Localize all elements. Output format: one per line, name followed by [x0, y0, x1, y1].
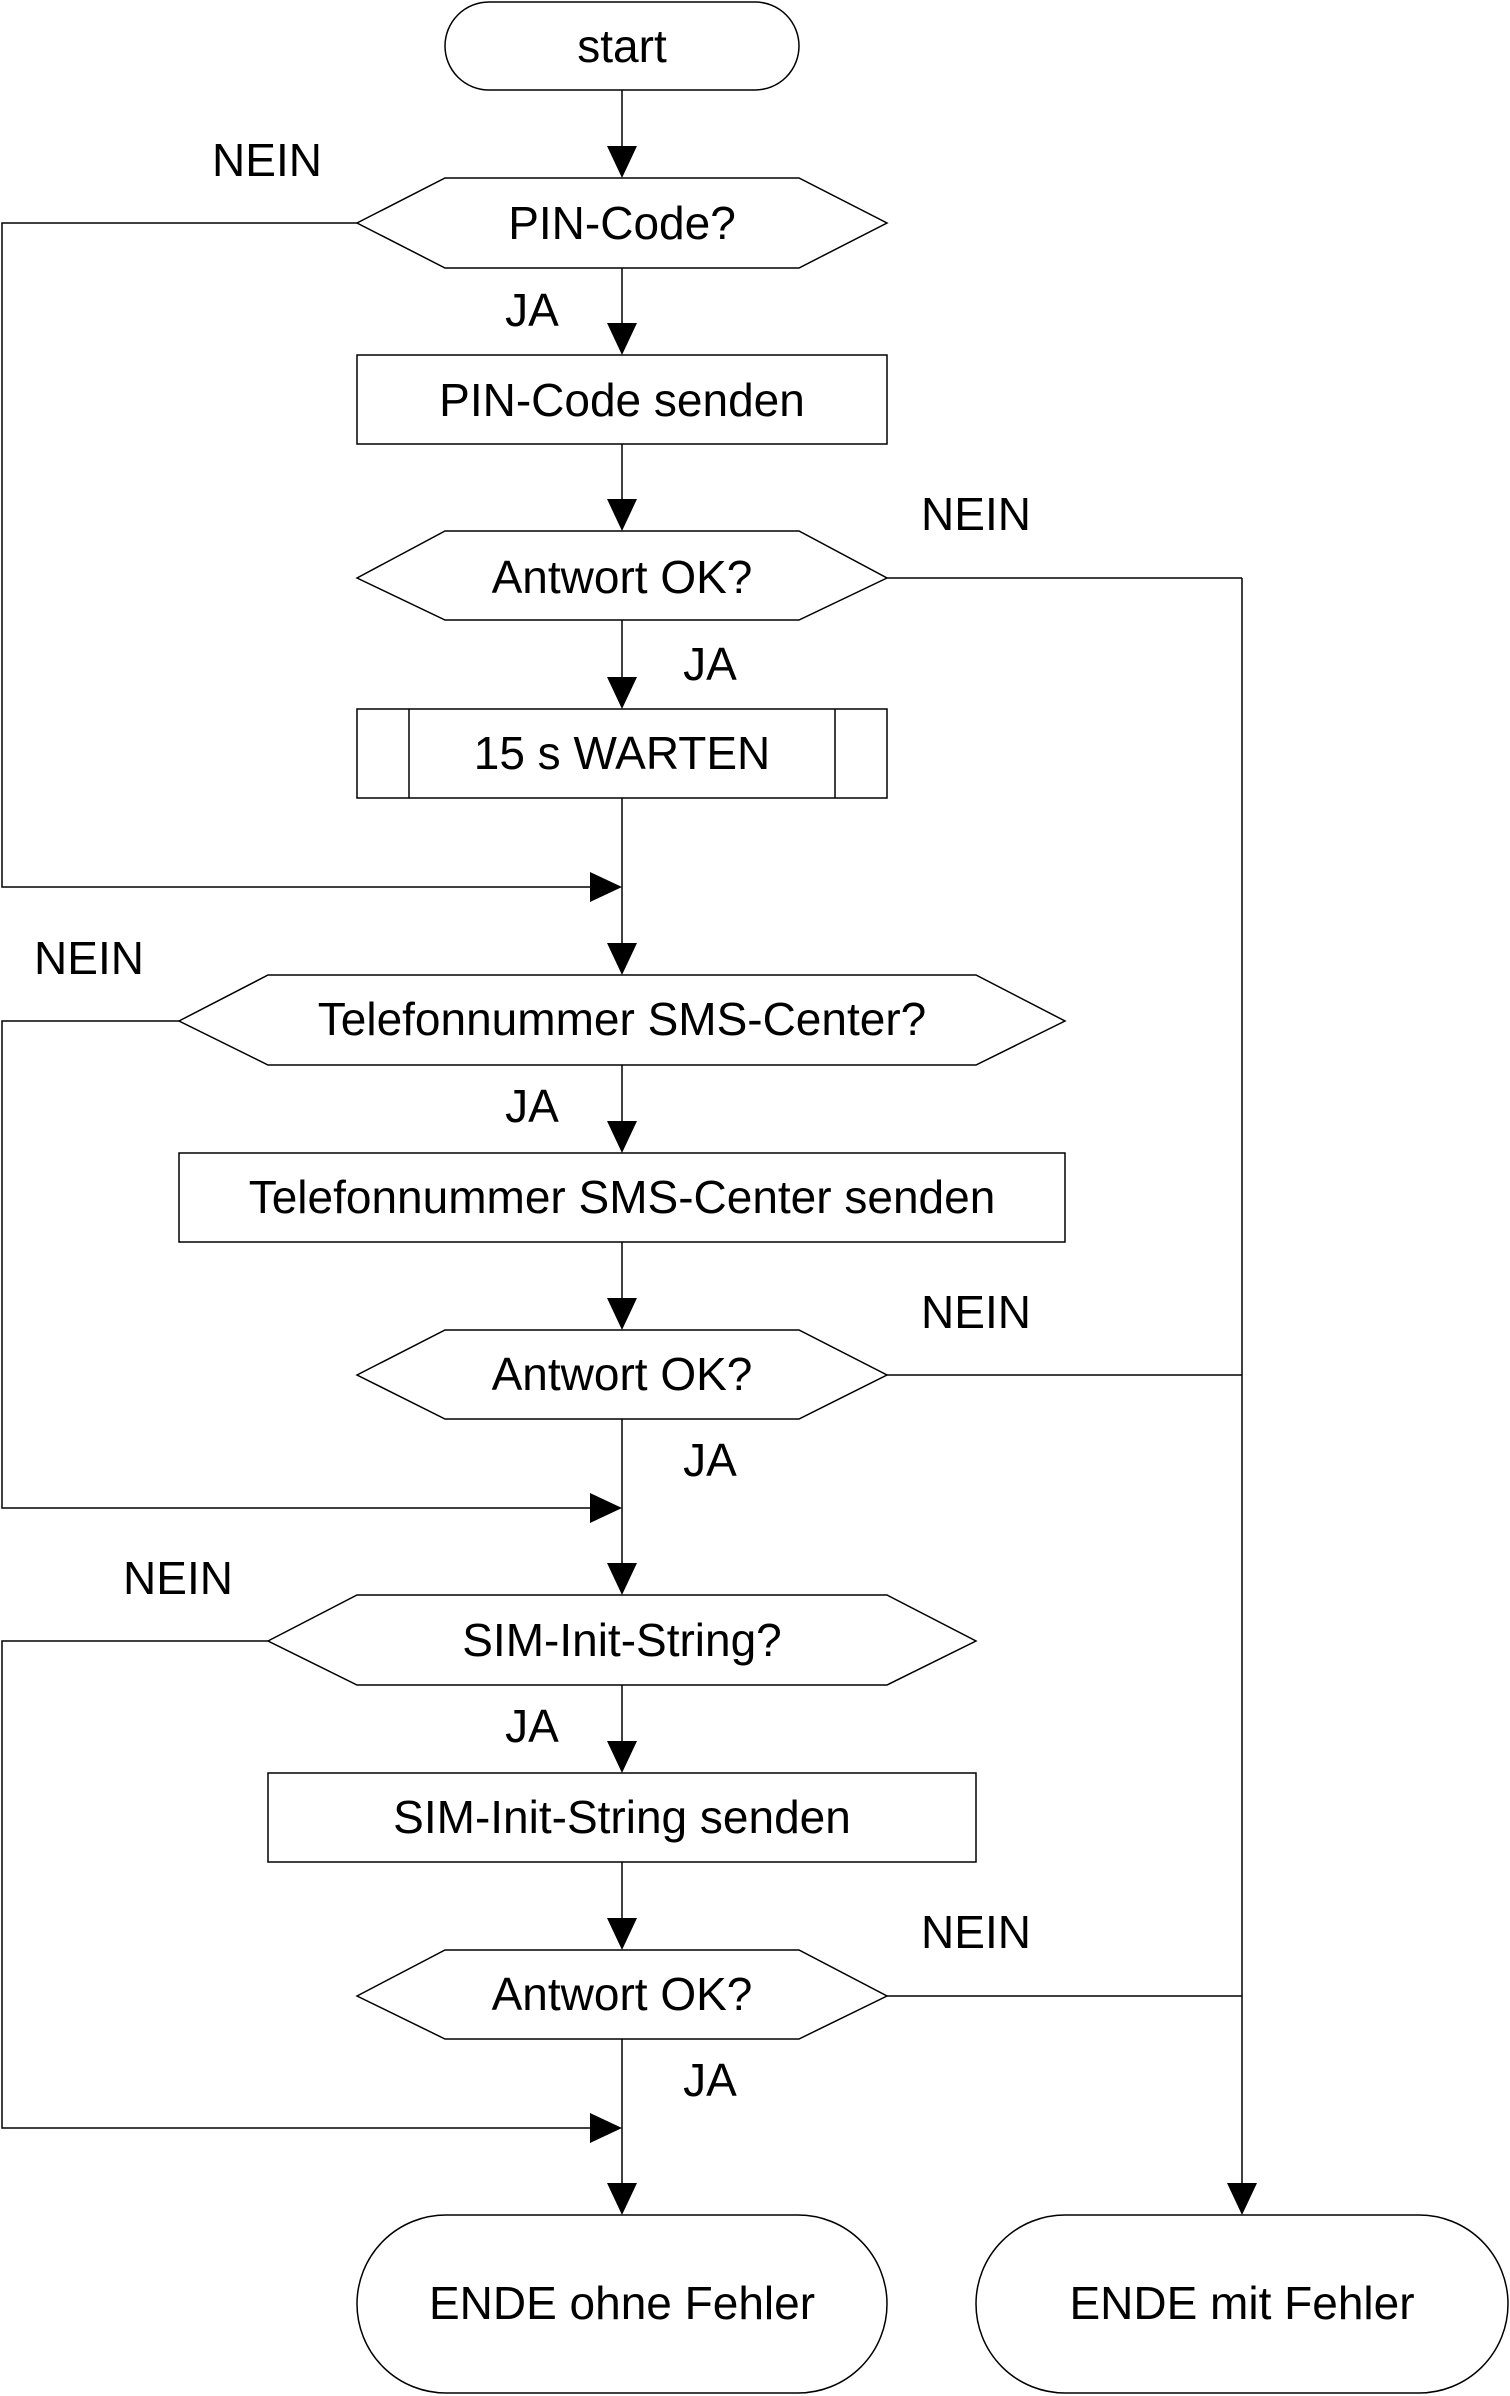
arrowheads: [590, 146, 1257, 2215]
label-no: NEIN: [123, 1552, 233, 1604]
terminal-shape: [975, 2214, 1509, 2394]
label-no: NEIN: [212, 134, 322, 186]
decision-sim-init: SIM-Init-String?: [266, 1594, 978, 1686]
label-no: NEIN: [921, 488, 1031, 540]
decision-shape: [266, 1594, 978, 1686]
label-no: NEIN: [921, 1906, 1031, 1958]
decision-pin-code-label: PIN-Code?: [508, 197, 736, 249]
arrow-down-icon: [607, 1298, 637, 1330]
subroutine-wait-label: 15 s WARTEN: [474, 727, 771, 779]
arrow-down-icon: [607, 1918, 637, 1950]
arrow-down-icon: [607, 146, 637, 178]
decision-shape: [355, 177, 889, 269]
arrow-down-icon: [607, 1563, 637, 1595]
decision-response-ok-3: Antwort OK?: [355, 1949, 889, 2040]
branch-labels: NEIN JA NEIN JA NEIN JA NEIN JA NEIN JA …: [34, 134, 1031, 2106]
process-send-sms-center-label: Telefonnummer SMS-Center senden: [249, 1171, 996, 1223]
decision-shape: [355, 1949, 889, 2040]
arrow-right-icon: [590, 872, 622, 902]
arrow-down-icon: [607, 677, 637, 709]
decision-response-ok-1: Antwort OK?: [355, 530, 889, 621]
process-send-sms-center: Telefonnummer SMS-Center senden: [178, 1152, 1066, 1243]
subroutine-wait: 15 s WARTEN: [356, 708, 888, 799]
arrow-down-icon: [607, 943, 637, 975]
process-send-pin: PIN-Code senden: [356, 354, 888, 445]
end-ok-label: ENDE ohne Fehler: [429, 2277, 815, 2329]
arrow-right-icon: [590, 2113, 622, 2143]
process-shape: [356, 354, 888, 445]
label-yes: JA: [683, 1434, 737, 1486]
decision-sim-init-label: SIM-Init-String?: [462, 1614, 782, 1666]
arrow-down-icon: [607, 323, 637, 355]
terminal-shape: [444, 1, 800, 91]
label-yes: JA: [505, 1700, 559, 1752]
subroutine-shape: [356, 708, 888, 799]
decision-response-ok-3-label: Antwort OK?: [492, 1968, 753, 2020]
bypass-sim-no: [1, 1640, 592, 2129]
node-end-ok: ENDE ohne Fehler: [356, 2214, 888, 2394]
process-send-pin-label: PIN-Code senden: [439, 374, 805, 426]
arrow-down-icon: [607, 499, 637, 531]
start-label: start: [577, 20, 667, 72]
decision-shape: [355, 1329, 889, 1420]
node-end-error: ENDE mit Fehler: [975, 2214, 1509, 2394]
terminal-shape: [356, 2214, 888, 2394]
decision-response-ok-2: Antwort OK?: [355, 1329, 889, 1420]
bypass-sms-no: [1, 1020, 592, 1509]
decision-shape: [177, 974, 1067, 1066]
decision-response-ok-2-label: Antwort OK?: [492, 1348, 753, 1400]
end-error-label: ENDE mit Fehler: [1069, 2277, 1414, 2329]
arrow-down-icon: [607, 2183, 637, 2215]
decision-sms-center: Telefonnummer SMS-Center?: [177, 974, 1067, 1066]
arrow-down-icon: [607, 1741, 637, 1773]
process-send-sim-init: SIM-Init-String senden: [267, 1772, 977, 1863]
label-yes: JA: [683, 2054, 737, 2106]
arrow-down-icon: [607, 1121, 637, 1153]
label-no: NEIN: [921, 1286, 1031, 1338]
decision-response-ok-1-label: Antwort OK?: [492, 551, 753, 603]
label-yes: JA: [683, 638, 737, 690]
process-shape: [178, 1152, 1066, 1243]
arrow-right-icon: [590, 1493, 622, 1523]
bypass-pin-no: [1, 222, 592, 888]
node-start: start: [444, 1, 800, 91]
process-shape: [267, 1772, 977, 1863]
arrow-down-icon: [1227, 2183, 1257, 2215]
decision-sms-center-label: Telefonnummer SMS-Center?: [318, 993, 926, 1045]
label-no: NEIN: [34, 932, 144, 984]
process-send-sim-init-label: SIM-Init-String senden: [393, 1791, 851, 1843]
connectors: [1, 90, 1243, 2192]
label-yes: JA: [505, 1080, 559, 1132]
decision-shape: [355, 530, 889, 621]
decision-pin-code: PIN-Code?: [355, 177, 889, 269]
label-yes: JA: [505, 284, 559, 336]
